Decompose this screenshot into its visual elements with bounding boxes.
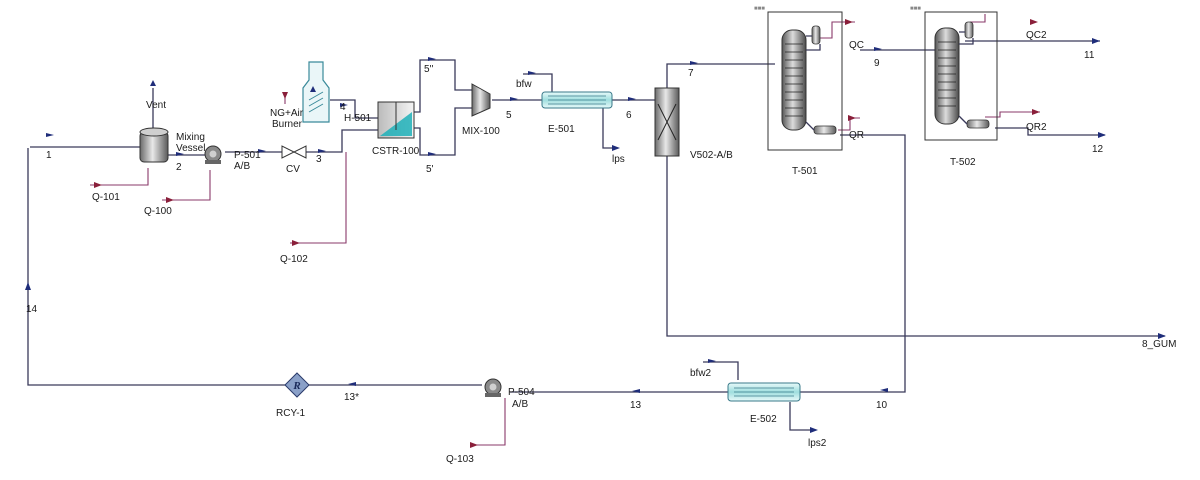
energy-label-qr: QR: [849, 130, 864, 141]
unit-label-burner-2: Burner: [272, 119, 303, 130]
stream-labels: 1 Vent 2 3 4 5'' 5' 5 6 7 9 11 12 8_GUM …: [26, 50, 1176, 449]
unit-label-pump-p501: P-501: [234, 150, 261, 161]
energy-label-qc: QC: [849, 40, 864, 51]
unit-label-v502: V502-A/B: [690, 150, 733, 161]
unit-label-e502: E-502: [750, 414, 777, 425]
energy-label-q101: Q-101: [92, 192, 120, 203]
pump-icon[interactable]: [204, 145, 222, 164]
mixing-vessel-icon[interactable]: [139, 127, 169, 163]
stream-label-10: 10: [876, 400, 888, 411]
energy-lines: [90, 14, 1040, 446]
stream-label-4: 4: [340, 102, 346, 113]
stream-label-1: 1: [46, 150, 52, 161]
stream-label-7: 7: [688, 68, 694, 79]
energy-label-qr2: QR2: [1026, 122, 1047, 133]
stream-lines: [27, 40, 1165, 431]
stream-label-5p: 5': [426, 164, 434, 175]
cstr-reactor-icon[interactable]: [377, 101, 415, 139]
unit-label-t502: T-502: [950, 157, 976, 168]
unit-label-pump-p504-ab: A/B: [512, 399, 528, 410]
stream-label-lps2: lps2: [808, 438, 827, 449]
unit-labels: Mixing Vessel P-501 A/B CV NG+Air Burner…: [176, 108, 976, 425]
energy-label-q100: Q-100: [144, 206, 172, 217]
stream-label-lps: lps: [612, 154, 625, 165]
stream-label-11: 11: [1084, 50, 1095, 61]
recycle-symbol: R: [292, 380, 300, 392]
stream-label-vent: Vent: [146, 100, 166, 111]
stream-label-bfw2: bfw2: [690, 368, 712, 379]
stream-label-14: 14: [26, 304, 38, 315]
unit-label-mixer: MIX-100: [462, 126, 500, 137]
energy-label-q102: Q-102: [280, 254, 308, 265]
unit-label-pump-p501-ab: A/B: [234, 161, 250, 172]
energy-labels: Q-101 Q-100 Q-102 Q-103 QC QR QC2 QR2: [92, 30, 1047, 465]
distillation-column-t502-icon[interactable]: ■■■: [910, 6, 998, 141]
distillation-column-t501-icon[interactable]: ■■■: [754, 6, 843, 151]
stream-label-13p: 13*: [344, 392, 359, 403]
unit-label-cstr: CSTR-100: [372, 146, 420, 157]
energy-label-q103: Q-103: [446, 454, 474, 465]
mixer-icon[interactable]: [471, 83, 491, 117]
recycle-block-icon[interactable]: R: [284, 372, 310, 398]
unit-label-mixing-vessel: Mixing: [176, 132, 205, 143]
stream-label-2: 2: [176, 162, 182, 173]
unit-label-t501: T-501: [792, 166, 818, 177]
energy-label-qc2: QC2: [1026, 30, 1047, 41]
svg-text:■■■: ■■■: [754, 6, 765, 12]
stream-label-8gum: 8_GUM: [1142, 339, 1176, 350]
unit-label-e501: E-501: [548, 124, 575, 135]
control-valve-icon[interactable]: [281, 145, 307, 159]
unit-label-cv: CV: [286, 164, 300, 175]
unit-label-burner: NG+Air: [270, 108, 304, 119]
heat-exchanger-e502-icon[interactable]: [727, 382, 801, 402]
unit-label-mixing-vessel-2: Vessel: [176, 143, 205, 154]
stream-label-9: 9: [874, 58, 880, 69]
stream-label-13: 13: [630, 400, 642, 411]
separator-vessel-icon[interactable]: [654, 87, 680, 157]
stream-label-3: 3: [316, 154, 322, 165]
pump-p504-icon[interactable]: [484, 378, 502, 397]
stream-label-5pp: 5'': [424, 64, 433, 75]
stream-label-12: 12: [1092, 144, 1104, 155]
heat-exchanger-icon[interactable]: [541, 91, 613, 109]
unit-label-h501: H-501: [344, 113, 372, 124]
stream-label-6: 6: [626, 110, 632, 121]
stream-arrow-markers: [25, 38, 1166, 433]
unit-label-pump-p504: P-504: [508, 387, 535, 398]
stream-label-bfw: bfw: [516, 79, 532, 90]
stream-label-5: 5: [506, 110, 512, 121]
svg-text:■■■: ■■■: [910, 6, 921, 12]
unit-label-rcy: RCY-1: [276, 408, 306, 419]
energy-arrow-markers: [94, 19, 1040, 448]
